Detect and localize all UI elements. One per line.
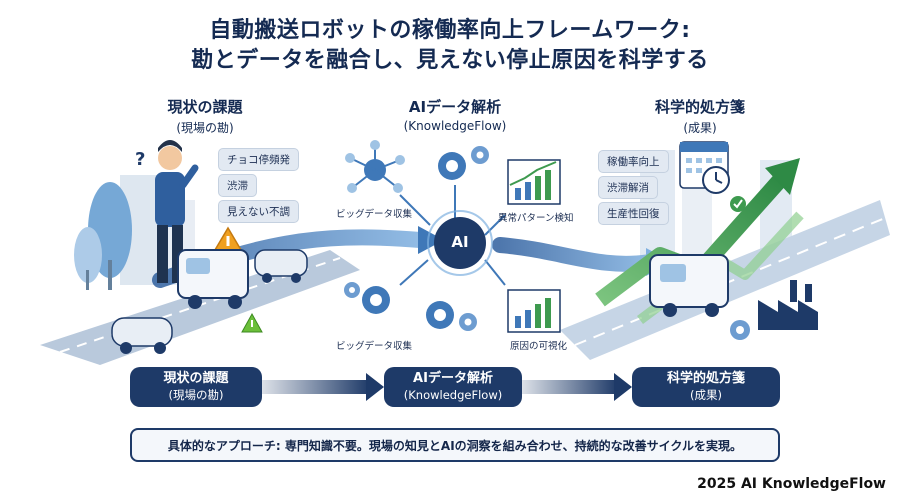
factory-icon [758,280,818,330]
label-anomaly: 異常パターン検知 [498,213,574,224]
car-left-back [254,249,308,283]
ai-center-label: AI [451,233,469,251]
banner-result-sub: (成果) [690,388,722,402]
current-sub: (現場の勘) [176,121,234,135]
banner-analysis: AIデータ解析 (KnowledgeFlow) [384,367,522,407]
banner-result-label: 科学的処方箋 [666,371,745,386]
banner-analysis-label: AIデータ解析 [413,371,493,386]
outcome-pill-1: 稼働率向上 [598,150,669,173]
visualization-chart-icon [507,289,561,333]
label-visualize: 原因の可視化 [510,341,568,352]
label-big-data-bottom: ビッグデータ収集 [336,341,413,352]
warning-sign-small [241,312,263,333]
outcome-pill-2: 渋滞解消 [598,176,658,199]
network-node-icon [345,140,405,193]
approach-bar: 具体的なアプローチ: 専門知識不要。現場の知見とAIの洞察を組み合わせ、持続的な… [130,428,780,462]
svg-text:?: ? [135,149,145,170]
column-analysis: AIデータ解析 (KnowledgeFlow) [355,96,555,133]
clock-icon [702,166,730,194]
column-current: 現状の課題 (現場の勘) [105,96,305,136]
banner-current-label: 現状の課題 [163,371,229,386]
robot-truck-left [177,249,249,309]
issue-pill-1: チョコ停頻発 [218,148,299,171]
outcome-pill-3: 生産性回復 [598,202,669,225]
banner-arrow-2 [522,380,618,394]
banner-current-sub: (現場の勘) [168,388,224,402]
result-heading: 科学的処方箋 [654,98,745,116]
gear-icon [344,146,750,340]
current-heading: 現状の課題 [167,98,243,116]
approach-text: 具体的なアプローチ: 専門知識不要。現場の知見とAIの洞察を組み合わせ、持続的な… [167,438,743,453]
ai-brain-icon [427,210,493,276]
car-left-front [111,317,173,354]
analysis-heading: AIデータ解析 [408,98,502,116]
issue-pill-2: 渋滞 [218,174,257,197]
banner-current: 現状の課題 (現場の勘) [130,367,262,407]
issue-pill-3: 見えない不調 [218,200,299,223]
column-result: 科学的処方箋 (成果) [600,96,800,136]
banner-analysis-sub: (KnowledgeFlow) [403,388,503,402]
robot-truck-right [649,254,729,317]
analysis-sub: (KnowledgeFlow) [403,119,507,133]
title-line-2: 勘とデータを融合し、見えない停止原因を科学する [191,48,709,73]
label-big-data-top: ビッグデータ収集 [336,209,413,220]
check-icon [730,196,746,212]
banner-result: 科学的処方箋 (成果) [632,367,780,407]
result-sub: (成果) [683,121,717,135]
banner-arrow-1 [262,380,370,394]
worker-figure: ? [135,140,199,283]
anomaly-chart-icon [507,159,561,205]
footer-credit: 2025 AI KnowledgeFlow [697,476,886,492]
title-line-1: 自動搬送ロボットの稼働率向上フレームワーク: [209,18,691,43]
